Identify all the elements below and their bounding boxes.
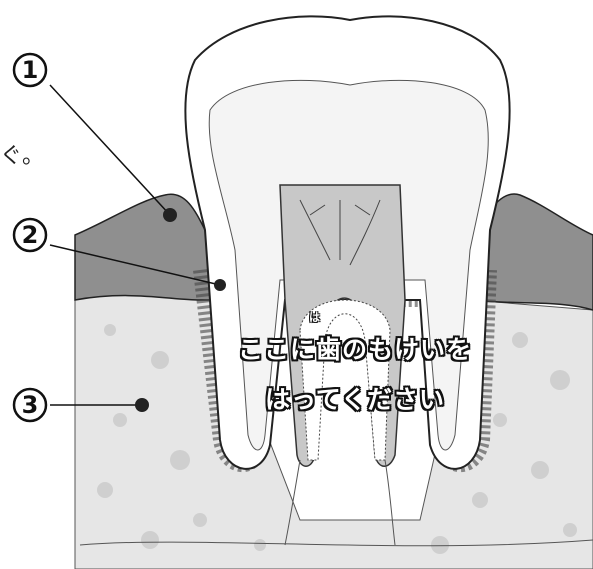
callout-3-dot	[135, 398, 149, 412]
callout-1-label: 1	[22, 56, 39, 84]
callout-3-label: 3	[22, 391, 39, 419]
callout-2-label: 2	[22, 221, 39, 249]
sticker-instruction-line1: ここに歯のもけいを	[205, 330, 505, 366]
sticker-instruction-line2: はってください	[205, 380, 505, 416]
callout-1-dot	[163, 208, 177, 222]
ruby-ha: は	[309, 309, 320, 325]
callout-2-dot	[214, 279, 226, 291]
stray-text: ぐ。	[0, 138, 44, 170]
callout-1-leader	[50, 85, 170, 215]
gum-left	[75, 194, 215, 300]
